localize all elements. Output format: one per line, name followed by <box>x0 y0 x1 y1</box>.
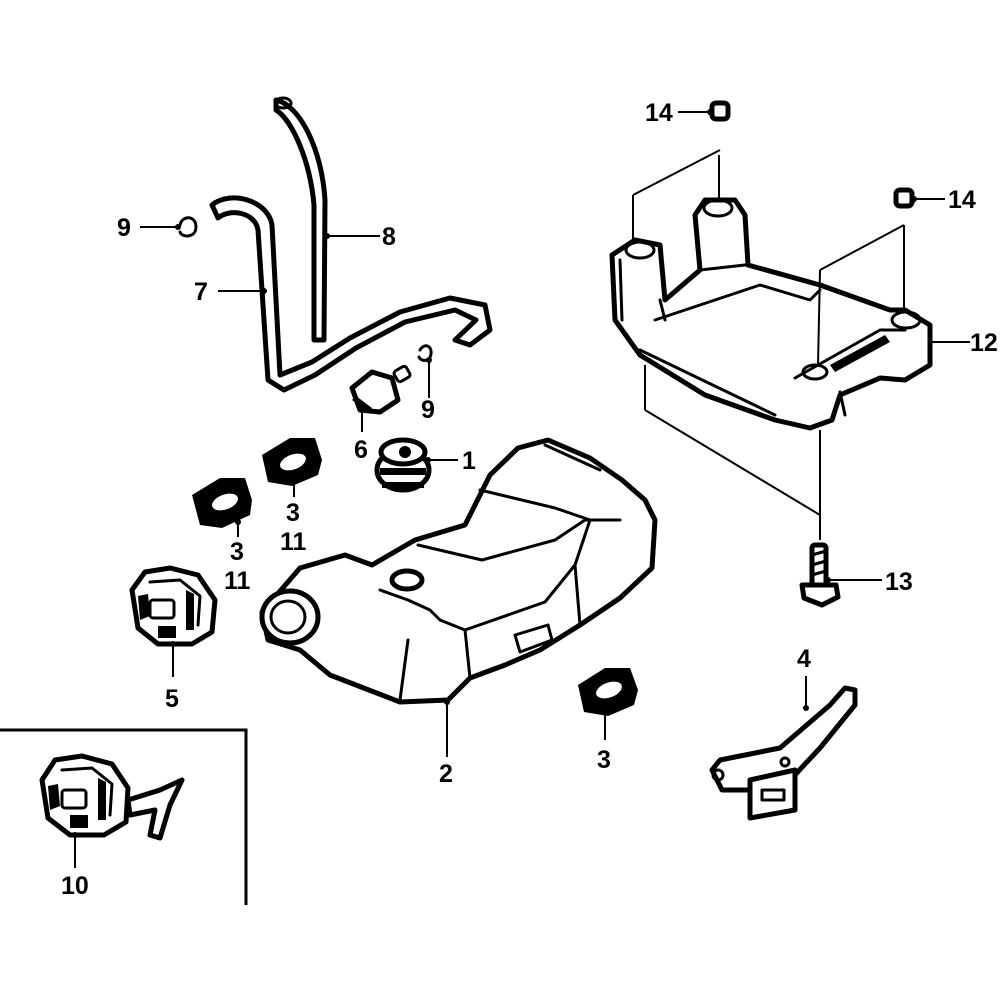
svg-text:9: 9 <box>117 214 131 242</box>
breather-tube-part <box>273 96 328 343</box>
svg-text:14: 14 <box>948 186 976 214</box>
tank-grommet-top-part <box>374 437 432 493</box>
label-clip-upper: 9 <box>117 214 181 242</box>
label-grommet-left-large: 3 11 <box>224 519 251 595</box>
holder-assembly-lines <box>632 149 905 540</box>
svg-text:7: 7 <box>194 278 208 306</box>
svg-text:13: 13 <box>885 568 913 596</box>
fuel-filler-cap-part <box>129 565 218 647</box>
cap-with-strap-part <box>39 753 185 841</box>
flange-bolt-part <box>799 542 841 608</box>
svg-text:11: 11 <box>280 528 307 556</box>
clip-upper-part <box>178 216 198 238</box>
label-flange-bolt: 13 <box>825 568 913 596</box>
fuel-tank-stay-part <box>709 685 858 821</box>
nut-right-part <box>893 187 915 209</box>
label-tank-grommet-top: 1 <box>425 447 476 475</box>
svg-text:12: 12 <box>970 329 998 357</box>
svg-text:14: 14 <box>645 99 673 127</box>
svg-text:4: 4 <box>797 645 811 673</box>
label-fuel-tank-stay: 4 <box>797 645 811 711</box>
grommet-left-small-part <box>262 438 322 486</box>
svg-text:10: 10 <box>61 872 89 900</box>
svg-text:9: 9 <box>421 396 435 424</box>
grommet-left-large-part <box>192 478 252 528</box>
label-grommet-left-small: 3 11 <box>280 477 307 556</box>
label-fuel-tank: 2 <box>439 699 453 788</box>
tank-holder-part <box>609 197 933 431</box>
label-breather-tube: 8 <box>324 223 396 251</box>
svg-text:1: 1 <box>462 447 476 475</box>
label-cap-with-strap: 10 <box>61 832 89 900</box>
svg-text:3: 3 <box>286 499 300 527</box>
label-nut-right: 14 <box>911 186 976 214</box>
label-fuel-tube: 7 <box>194 278 267 306</box>
fuel-tube-part <box>209 195 493 393</box>
clip-lower-part <box>417 344 433 362</box>
cap-with-strap-panel <box>0 728 248 905</box>
fuel-tank-part <box>259 437 658 705</box>
grommet-bottom-part <box>578 668 638 716</box>
svg-text:2: 2 <box>439 760 453 788</box>
svg-text:8: 8 <box>382 223 396 251</box>
label-clip-lower: 9 <box>421 357 435 424</box>
nut-left-part <box>709 100 731 122</box>
svg-text:3: 3 <box>597 746 611 774</box>
label-fuel-filter: 6 <box>354 407 368 464</box>
label-fuel-filler-cap: 5 <box>165 641 179 713</box>
svg-text:5: 5 <box>165 685 179 713</box>
label-nut-left: 14 <box>645 99 713 127</box>
label-tank-holder: 12 <box>930 329 998 357</box>
svg-text:3: 3 <box>230 538 244 566</box>
svg-text:6: 6 <box>354 436 368 464</box>
fuel-filter-part <box>349 364 412 415</box>
svg-text:11: 11 <box>224 567 251 595</box>
label-grommet-bottom: 3 <box>597 709 611 774</box>
